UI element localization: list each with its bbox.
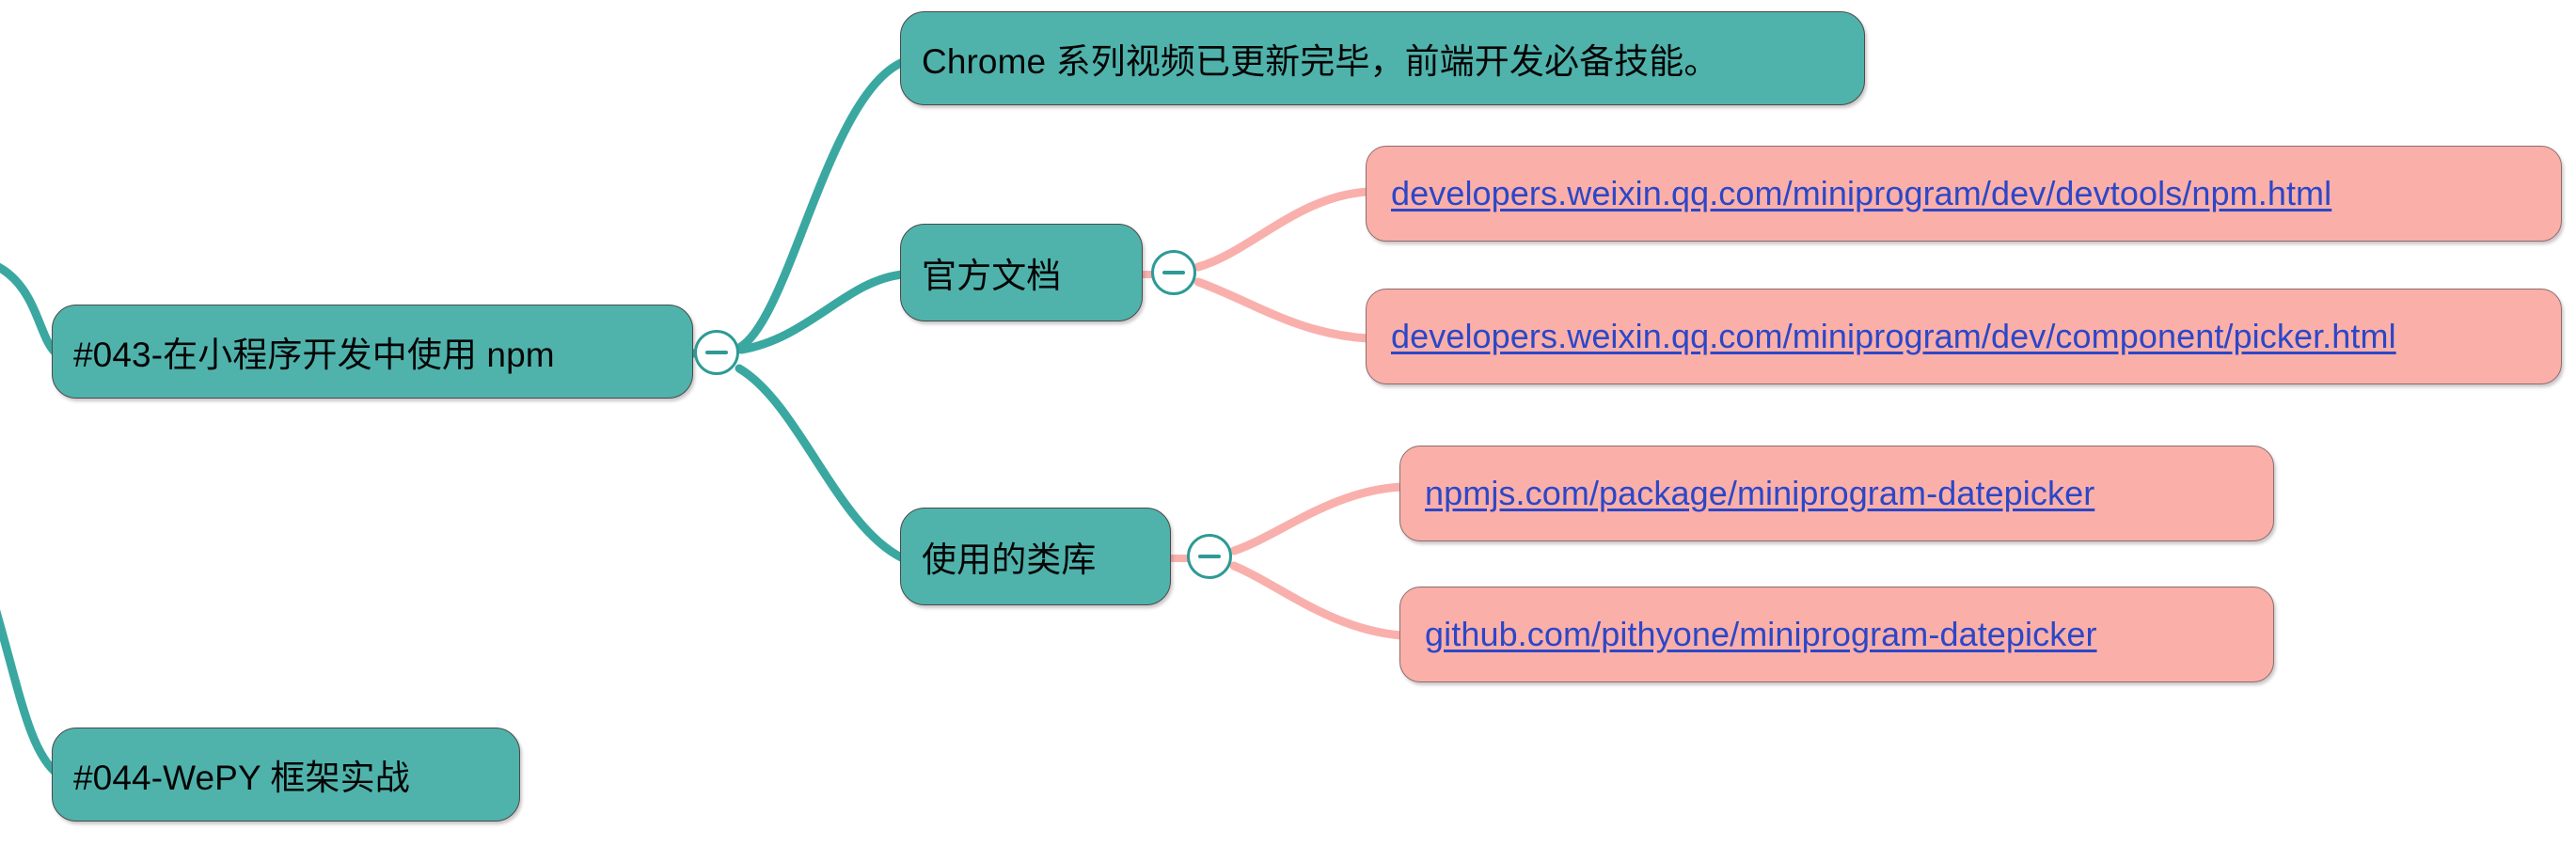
- node-main-label: #043-在小程序开发中使用 npm: [73, 336, 555, 374]
- node-link-github-datepicker[interactable]: github.com/pithyone/miniprogram-datepick…: [1399, 587, 2274, 682]
- collapse-toggle-docs-minus-icon[interactable]: [1151, 250, 1196, 295]
- collapse-toggle-libs-minus-icon[interactable]: [1187, 534, 1232, 579]
- node-url-3-label[interactable]: npmjs.com/package/miniprogram-datepicker: [1425, 474, 2095, 512]
- edge-libs-url4: [1229, 561, 1406, 640]
- edge-main-docs: [736, 270, 908, 354]
- node-url-2-label[interactable]: developers.weixin.qq.com/miniprogram/dev…: [1391, 317, 2396, 355]
- edge-main-chrome: [735, 57, 908, 352]
- node-main-topic[interactable]: #043-在小程序开发中使用 npm: [52, 305, 693, 399]
- node-url-1-label[interactable]: developers.weixin.qq.com/miniprogram/dev…: [1391, 174, 2332, 212]
- edge-incoming-wepy: [0, 609, 63, 779]
- node-libs-label: 使用的类库: [922, 540, 1097, 579]
- collapse-toggle-main-minus-icon[interactable]: [694, 330, 739, 375]
- edge-main-libs: [735, 364, 908, 563]
- node-link-component-picker[interactable]: developers.weixin.qq.com/miniprogram/dev…: [1366, 289, 2562, 384]
- edge-docs-url2: [1193, 277, 1373, 343]
- node-used-libraries[interactable]: 使用的类库: [900, 508, 1171, 605]
- node-url-4-label[interactable]: github.com/pithyone/miniprogram-datepick…: [1425, 615, 2097, 653]
- node-wepy-topic[interactable]: #044-WePY 框架实战: [52, 728, 520, 822]
- edge-docs-url1: [1193, 187, 1373, 272]
- node-link-devtools-npm[interactable]: developers.weixin.qq.com/miniprogram/dev…: [1366, 146, 2562, 242]
- node-chrome-label: Chrome 系列视频已更新完毕，前端开发必备技能。: [922, 42, 1719, 81]
- node-chrome-note[interactable]: Chrome 系列视频已更新完毕，前端开发必备技能。: [900, 11, 1865, 105]
- edge-libs-url3: [1229, 482, 1406, 556]
- node-official-docs[interactable]: 官方文档: [900, 224, 1143, 321]
- node-link-npmjs-datepicker[interactable]: npmjs.com/package/miniprogram-datepicker: [1399, 446, 2274, 541]
- node-docs-label: 官方文档: [922, 257, 1062, 295]
- edge-incoming-main: [0, 262, 61, 358]
- node-wepy-label: #044-WePY 框架实战: [73, 759, 410, 797]
